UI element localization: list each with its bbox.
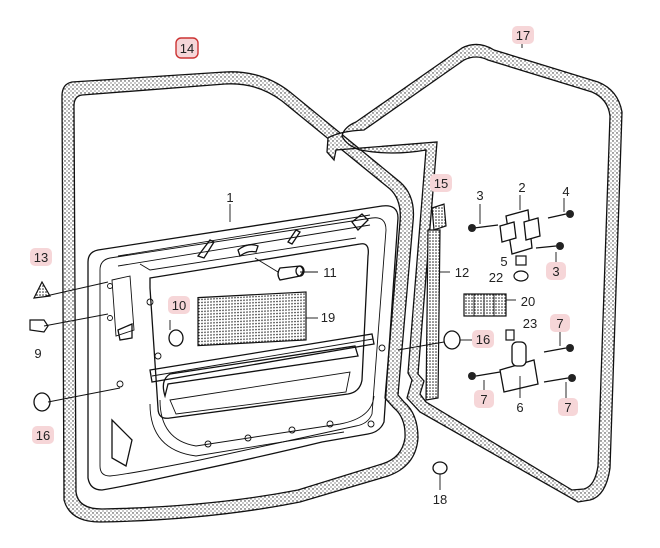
- svg-text:19: 19: [321, 310, 335, 325]
- cap-18[interactable]: [432, 461, 448, 475]
- spring-20[interactable]: [463, 293, 507, 317]
- svg-text:16: 16: [476, 332, 490, 347]
- svg-text:6: 6: [516, 400, 523, 415]
- svg-text:17: 17: [516, 28, 530, 43]
- svg-text:7: 7: [480, 392, 487, 407]
- callout-14-label: 14: [180, 41, 194, 56]
- svg-text:2: 2: [518, 180, 525, 195]
- svg-text:18: 18: [433, 492, 447, 507]
- callout-10[interactable]: 10: [168, 296, 190, 314]
- svg-text:3: 3: [552, 264, 559, 279]
- callout-22[interactable]: 22: [489, 270, 503, 285]
- upper-hinge[interactable]: [499, 209, 541, 255]
- callout-7-top[interactable]: 7: [550, 314, 570, 332]
- trim-piece-13[interactable]: [32, 280, 51, 299]
- sound-pad[interactable]: [197, 291, 307, 347]
- svg-text:15: 15: [434, 176, 448, 191]
- callout-13[interactable]: 13: [30, 248, 52, 266]
- svg-text:4: 4: [562, 184, 569, 199]
- screw-7-b[interactable]: [543, 344, 574, 353]
- pin-23[interactable]: [505, 329, 515, 341]
- guide-cap[interactable]: [431, 203, 447, 231]
- callout-7-right[interactable]: 7: [558, 398, 578, 416]
- callout-16-left[interactable]: 16: [32, 426, 54, 444]
- callout-15[interactable]: 15: [430, 174, 452, 192]
- svg-text:7: 7: [556, 316, 563, 331]
- screw-3-upper[interactable]: [468, 224, 499, 232]
- screw-3-lower[interactable]: [535, 242, 564, 250]
- screw-4[interactable]: [547, 210, 574, 219]
- callout-14[interactable]: 14: [175, 37, 199, 59]
- callout-7-left[interactable]: 7: [474, 390, 494, 408]
- svg-text:23: 23: [523, 316, 537, 331]
- svg-text:22: 22: [489, 270, 503, 285]
- svg-text:20: 20: [521, 294, 535, 309]
- grommet-16-right[interactable]: [443, 330, 461, 350]
- callout-6[interactable]: 6: [516, 400, 523, 415]
- callout-11[interactable]: 11: [323, 265, 337, 280]
- svg-text:3: 3: [476, 188, 483, 203]
- callout-2[interactable]: 2: [518, 180, 525, 195]
- grommet-16-left[interactable]: [33, 392, 51, 412]
- svg-text:11: 11: [323, 265, 337, 280]
- plug-10[interactable]: [168, 329, 184, 347]
- callout-3-upper[interactable]: 3: [476, 188, 483, 203]
- body-opening-seal[interactable]: [326, 43, 623, 503]
- callout-19[interactable]: 19: [321, 310, 335, 325]
- callout-9[interactable]: 9: [34, 346, 41, 361]
- callout-12[interactable]: 12: [455, 265, 469, 280]
- svg-text:5: 5: [500, 254, 507, 269]
- svg-text:10: 10: [172, 298, 186, 313]
- callout-3-lower[interactable]: 3: [546, 262, 566, 280]
- callout-4[interactable]: 4: [562, 184, 569, 199]
- svg-text:13: 13: [34, 250, 48, 265]
- callout-1[interactable]: 1: [226, 190, 233, 205]
- svg-text:12: 12: [455, 265, 469, 280]
- callout-18[interactable]: 18: [433, 492, 447, 507]
- window-guide-strip[interactable]: [425, 229, 441, 401]
- door-frame-seal[interactable]: [61, 71, 419, 523]
- callout-5[interactable]: 5: [500, 254, 507, 269]
- leader-lines: [43, 35, 567, 490]
- screw-7-a[interactable]: [468, 371, 501, 380]
- lower-hinge[interactable]: [499, 341, 539, 393]
- callout-23[interactable]: 23: [523, 316, 537, 331]
- nut-5[interactable]: [515, 255, 527, 266]
- svg-text:7: 7: [564, 400, 571, 415]
- callout-20[interactable]: 20: [521, 294, 535, 309]
- clip-9[interactable]: [29, 319, 49, 333]
- door-stop-cylinder[interactable]: [277, 265, 305, 281]
- callout-16-right[interactable]: 16: [472, 330, 494, 348]
- svg-text:1: 1: [226, 190, 233, 205]
- svg-text:16: 16: [36, 428, 50, 443]
- callout-17[interactable]: 17: [512, 26, 534, 44]
- svg-text:9: 9: [34, 346, 41, 361]
- screw-7-c[interactable]: [543, 374, 576, 383]
- inner-door-panel[interactable]: [87, 205, 399, 491]
- bushing-22[interactable]: [513, 270, 529, 282]
